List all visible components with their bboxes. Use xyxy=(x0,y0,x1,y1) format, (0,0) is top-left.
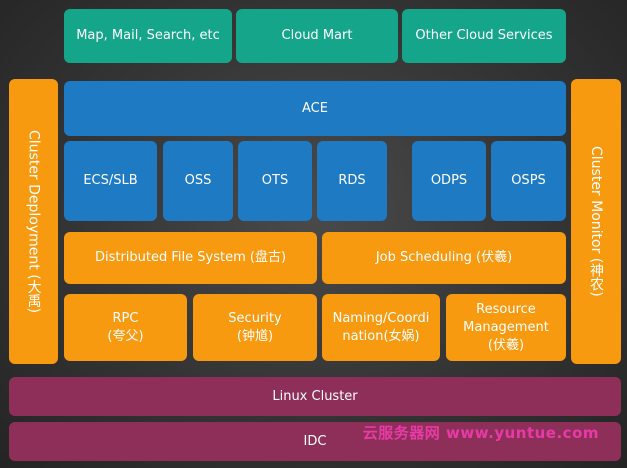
linux-cluster-box: Linux Cluster xyxy=(9,377,621,416)
odps-box: ODPS xyxy=(412,141,486,221)
idc-box: IDC xyxy=(9,422,621,461)
oss-box: OSS xyxy=(163,141,233,221)
cloud-mart-box: Cloud Mart xyxy=(236,9,398,63)
resource-management-label: Resource Management (伏羲) xyxy=(463,301,549,353)
cluster-monitor-sidebar: Cluster Monitor (神农) xyxy=(571,79,621,364)
rpc-box: RPC (夸父) xyxy=(64,294,187,361)
distributed-file-system-label: Distributed File System (盘古) xyxy=(94,250,287,265)
security-label: Security (钟馗) xyxy=(228,310,282,344)
map-mail-search-box: Map, Mail, Search, etc xyxy=(64,9,232,63)
other-cloud-services-box: Other Cloud Services xyxy=(402,9,566,63)
watermark: 云服务器网 www.yuntue.com xyxy=(362,424,599,442)
ots-label: OTS xyxy=(261,173,289,188)
job-scheduling-label: Job Scheduling (伏羲) xyxy=(375,250,513,265)
osps-label: OSPS xyxy=(511,173,546,188)
ace-label: ACE xyxy=(302,100,328,116)
rpc-label: RPC (夸父) xyxy=(107,310,144,344)
linux-cluster-label: Linux Cluster xyxy=(272,388,358,404)
ecs-slb-box: ECS/SLB xyxy=(64,141,157,221)
idc-label: IDC xyxy=(303,433,327,449)
oss-label: OSS xyxy=(184,173,212,188)
ots-box: OTS xyxy=(238,141,312,221)
rds-label: RDS xyxy=(338,173,366,188)
ecs-slb-label: ECS/SLB xyxy=(83,173,138,188)
job-scheduling-box: Job Scheduling (伏羲) xyxy=(322,232,566,284)
cluster-deployment-sidebar: Cluster Deployment (大禹) xyxy=(9,79,58,364)
naming-coordination-box: Naming/Coordi nation(女娲) xyxy=(322,294,440,361)
distributed-file-system-box: Distributed File System (盘古) xyxy=(64,232,317,284)
security-box: Security (钟馗) xyxy=(193,294,317,361)
osps-box: OSPS xyxy=(491,141,566,221)
cluster-deployment-label: Cluster Deployment (大禹) xyxy=(25,129,42,314)
cluster-monitor-label: Cluster Monitor (神农) xyxy=(588,146,604,297)
resource-management-box: Resource Management (伏羲) xyxy=(446,294,566,361)
other-cloud-services-label: Other Cloud Services xyxy=(415,28,553,43)
cloud-mart-label: Cloud Mart xyxy=(281,28,353,43)
map-mail-search-label: Map, Mail, Search, etc xyxy=(76,28,220,43)
naming-coordination-label: Naming/Coordi nation(女娲) xyxy=(332,310,430,344)
ace-box: ACE xyxy=(64,81,566,136)
odps-label: ODPS xyxy=(430,173,468,188)
rds-box: RDS xyxy=(317,141,387,221)
